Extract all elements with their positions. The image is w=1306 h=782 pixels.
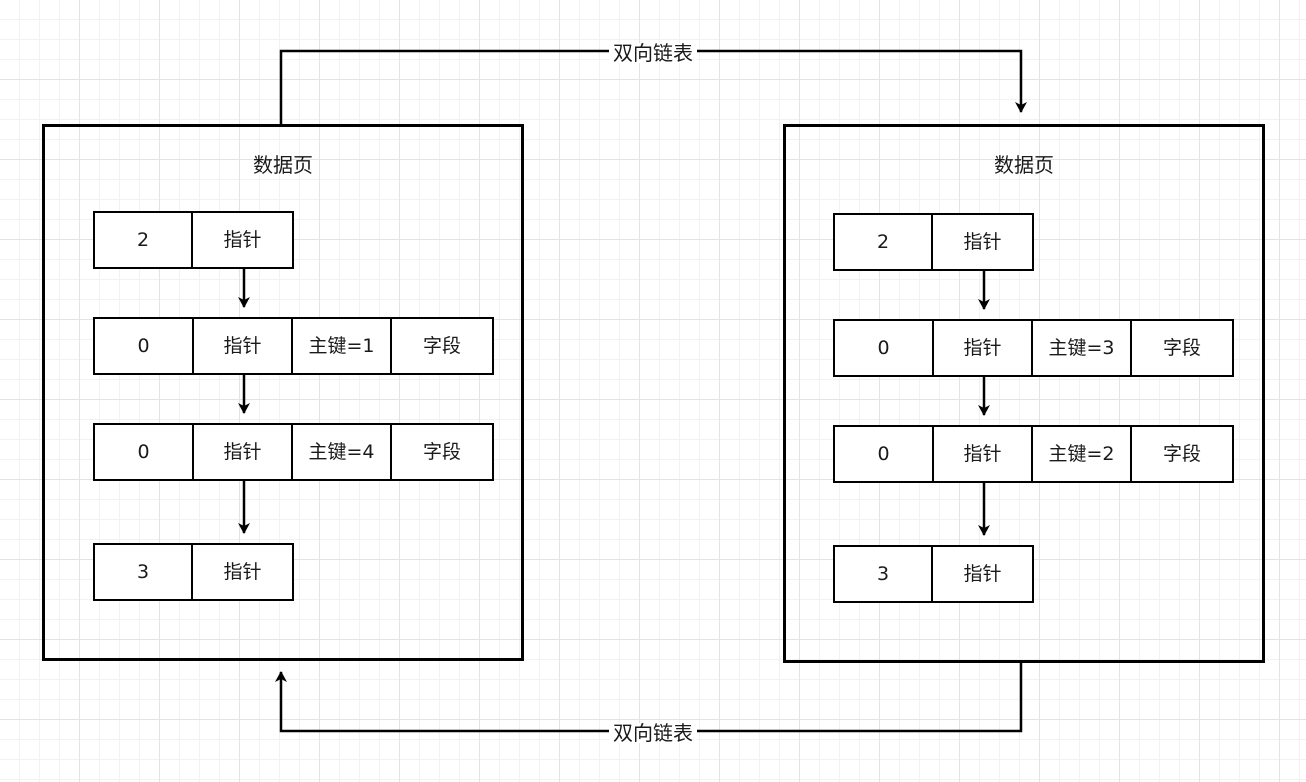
right-row-record-1-cell-0: 0	[835, 321, 934, 375]
left-row-record-2-cell-3: 字段	[422, 440, 461, 463]
left-row-record-1-cell-3: 字段	[422, 334, 461, 357]
left-row-header[interactable]: 2 指针	[93, 211, 294, 269]
left-row-footer-cell-1: 指针	[223, 560, 262, 583]
left-row-footer[interactable]: 3 指针	[93, 543, 294, 601]
right-row-record-1[interactable]: 0 指针 主键=3 字段	[833, 319, 1234, 377]
right-page-title: 数据页	[994, 153, 1054, 177]
left-data-page[interactable]: 数据页	[42, 124, 524, 661]
left-row-record-2-cell-1: 指针	[194, 425, 293, 479]
left-row-header-cell-0: 2	[95, 213, 194, 267]
left-row-header-cell-1: 指针	[223, 228, 262, 251]
connector-top-label: 双向链表	[609, 43, 697, 63]
right-row-record-2[interactable]: 0 指针 主键=2 字段	[833, 425, 1234, 483]
right-row-record-2-cell-1: 指针	[934, 427, 1033, 481]
left-page-title: 数据页	[253, 153, 313, 177]
left-row-record-2-cell-2: 主键=4	[293, 425, 392, 479]
right-row-header-cell-0: 2	[835, 215, 934, 269]
right-row-footer-cell-1: 指针	[963, 562, 1002, 585]
right-row-header[interactable]: 2 指针	[833, 213, 1034, 271]
left-row-record-2[interactable]: 0 指针 主键=4 字段	[93, 423, 494, 481]
right-row-record-2-cell-2: 主键=2	[1033, 427, 1132, 481]
right-row-footer[interactable]: 3 指针	[833, 545, 1034, 603]
right-data-page[interactable]: 数据页	[783, 124, 1265, 663]
left-row-footer-cell-0: 3	[95, 545, 194, 599]
right-row-record-2-cell-3: 字段	[1162, 442, 1201, 465]
left-row-record-2-cell-0: 0	[95, 425, 194, 479]
connector-bottom-label: 双向链表	[609, 723, 697, 743]
right-row-record-2-cell-0: 0	[835, 427, 934, 481]
left-row-record-1[interactable]: 0 指针 主键=1 字段	[93, 317, 494, 375]
right-row-record-1-cell-3: 字段	[1162, 336, 1201, 359]
right-row-record-1-cell-2: 主键=3	[1033, 321, 1132, 375]
left-row-record-1-cell-2: 主键=1	[293, 319, 392, 373]
left-row-record-1-cell-1: 指针	[194, 319, 293, 373]
right-row-record-1-cell-1: 指针	[934, 321, 1033, 375]
right-row-header-cell-1: 指针	[963, 230, 1002, 253]
right-row-footer-cell-0: 3	[835, 547, 934, 601]
left-row-record-1-cell-0: 0	[95, 319, 194, 373]
